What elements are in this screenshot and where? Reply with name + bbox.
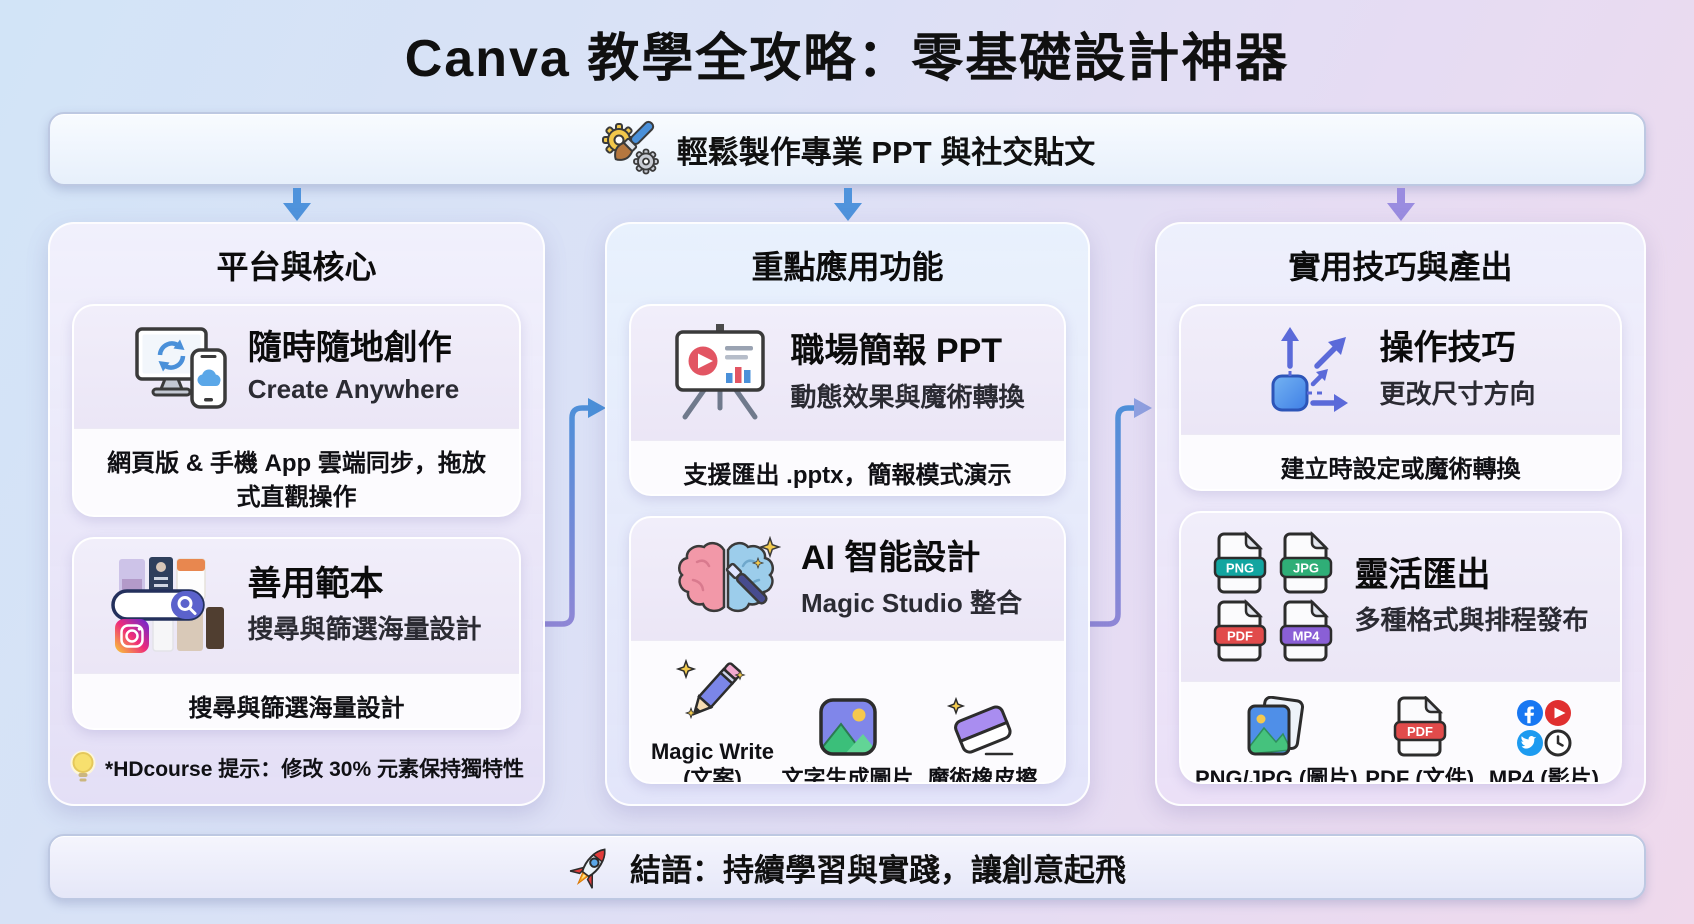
card-title: AI 智能設計 bbox=[800, 538, 981, 577]
presentation-icon bbox=[675, 324, 766, 420]
card-title: 職場簡報 PPT bbox=[790, 332, 1003, 371]
tip-text: *HDcourse 提示：修改 30% 元素保持獨特性 bbox=[105, 758, 524, 781]
bottom-banner-text: 結語：持續學習與實踐，讓創意起飛 bbox=[630, 852, 1126, 888]
column-key-features: 重點應用功能 bbox=[605, 222, 1090, 806]
jpg-file-icon: JPG bbox=[1280, 530, 1333, 594]
feature-label: MP4 (影片) bbox=[1488, 765, 1599, 784]
card-title: 靈活匯出 bbox=[1354, 556, 1491, 595]
text-to-image-icon bbox=[818, 697, 877, 756]
svg-text:MP4: MP4 bbox=[1293, 628, 1321, 643]
card-templates: 善用範本 搜尋與篩選海量設計 搜尋與篩選海量設計 bbox=[72, 536, 521, 730]
card-title: 善用範本 bbox=[247, 565, 384, 604]
card-create-anywhere: 隨時隨地創作 Create Anywhere 網頁版 & 手機 App 雲端同步… bbox=[72, 304, 521, 517]
card-subtitle: Create Anywhere bbox=[247, 373, 460, 404]
cloud-icon bbox=[197, 369, 221, 386]
templates-search-icon bbox=[111, 556, 225, 653]
social-platforms-icon bbox=[1516, 699, 1572, 757]
connector-arrow-2 bbox=[1088, 398, 1152, 627]
sparkle bbox=[946, 696, 965, 715]
card-ai-design: AI 智能設計 Magic Studio 整合 bbox=[629, 516, 1066, 784]
column-platform-core: 平台與核心 bbox=[48, 222, 545, 806]
file-formats-icon: PNG JPG PDF bbox=[1212, 530, 1334, 663]
svg-text:PDF: PDF bbox=[1407, 724, 1433, 739]
bottom-banner: 結語：持續學習與實踐，讓創意起飛 bbox=[48, 834, 1646, 900]
feature-label: 文字生成圖片 bbox=[781, 765, 914, 784]
card-title: 隨時隨地創作 bbox=[247, 329, 452, 368]
photos-icon bbox=[1247, 695, 1305, 756]
card-resize: 操作技巧 更改尺寸方向 建立時設定或魔術轉換 bbox=[1179, 304, 1622, 491]
feature-png-jpg: PNG/JPG (圖片) bbox=[1195, 695, 1358, 784]
card-subtitle: 動態效果與魔術轉換 bbox=[790, 381, 1025, 412]
feature-label: PNG/JPG (圖片) bbox=[1195, 765, 1358, 784]
mp4-file-icon: MP4 bbox=[1280, 598, 1333, 662]
card-subtitle: Magic Studio 整合 bbox=[800, 587, 1022, 618]
column-header: 平台與核心 bbox=[216, 249, 377, 285]
down-arrow-icon bbox=[834, 188, 862, 221]
card-body: 建立時設定或魔術轉換 bbox=[1181, 434, 1620, 489]
paintbrush-icon bbox=[613, 120, 654, 161]
svg-text:PNG: PNG bbox=[1226, 560, 1254, 575]
top-banner: 輕鬆製作專業 PPT 與社交貼文 bbox=[48, 112, 1646, 186]
ai-brain-icon bbox=[678, 536, 781, 613]
card-body: 搜尋與篩選海量設計 bbox=[74, 672, 519, 728]
card-subtitle: 多種格式與排程發布 bbox=[1354, 605, 1589, 636]
column-header: 實用技巧與產出 bbox=[1288, 249, 1513, 285]
small-gear-icon bbox=[632, 148, 659, 175]
rocket-icon bbox=[569, 848, 606, 889]
magic-wand-icon bbox=[725, 562, 768, 605]
png-file-icon: PNG bbox=[1214, 530, 1267, 594]
card-presentation: 職場簡報 PPT 動態效果與魔術轉換 支援匯出 .pptx，簡報模式演示 bbox=[629, 304, 1066, 497]
feature-pdf: PDF PDF (文件) bbox=[1358, 695, 1482, 784]
hdcourse-tip: *HDcourse 提示：修改 30% 元素保持獨特性 bbox=[64, 750, 529, 786]
feature-label: Magic Write (文案) bbox=[650, 739, 775, 784]
card-body: 支援匯出 .pptx，簡報模式演示 bbox=[631, 440, 1064, 495]
card-subtitle: 搜尋與篩選海量設計 bbox=[247, 614, 482, 645]
lightbulb-icon bbox=[70, 750, 96, 782]
feature-label: PDF (文件) bbox=[1365, 765, 1475, 784]
magic-pencil-icon bbox=[675, 658, 746, 720]
resize-icon bbox=[1271, 327, 1349, 412]
svg-text:PDF: PDF bbox=[1227, 628, 1253, 643]
card-subtitle: 更改尺寸方向 bbox=[1379, 378, 1536, 409]
page-title: Canva 教學全攻略：零基礎設計神器 bbox=[404, 30, 1290, 88]
feature-label: 魔術橡皮擦 bbox=[927, 765, 1038, 784]
feature-magic-write: Magic Write (文案) bbox=[645, 655, 780, 784]
magnifier-icon bbox=[177, 595, 193, 611]
down-arrow-icon bbox=[283, 188, 311, 221]
sparkles bbox=[751, 536, 781, 570]
devices-sync-icon bbox=[135, 327, 227, 409]
magic-eraser-icon bbox=[946, 696, 1013, 755]
column-header: 重點應用功能 bbox=[751, 249, 944, 285]
column-tips-output: 實用技巧與產出 bbox=[1155, 222, 1646, 806]
feature-text-to-image: 文字生成圖片 bbox=[780, 696, 915, 784]
pdf-file-icon: PDF bbox=[1214, 598, 1267, 662]
card-body: 網頁版 & 手機 App 雲端同步，拖放式直觀操作 bbox=[74, 428, 519, 515]
svg-text:JPG: JPG bbox=[1293, 560, 1319, 575]
card-export: PNG JPG PDF bbox=[1179, 510, 1622, 784]
bar-chart-icon bbox=[726, 367, 751, 383]
feature-magic-eraser: 魔術橡皮擦 bbox=[915, 696, 1050, 784]
instagram-logo bbox=[115, 618, 150, 653]
card-title: 操作技巧 bbox=[1379, 329, 1516, 368]
pdf-file-icon: PDF bbox=[1393, 695, 1446, 757]
down-arrow-icon bbox=[1387, 188, 1415, 221]
brush-and-gears-icon bbox=[601, 120, 659, 175]
top-banner-text: 輕鬆製作專業 PPT 與社交貼文 bbox=[676, 134, 1096, 170]
sparkles bbox=[675, 658, 746, 720]
feature-mp4: MP4 (影片) bbox=[1482, 698, 1606, 784]
connector-arrow-1 bbox=[542, 398, 606, 627]
